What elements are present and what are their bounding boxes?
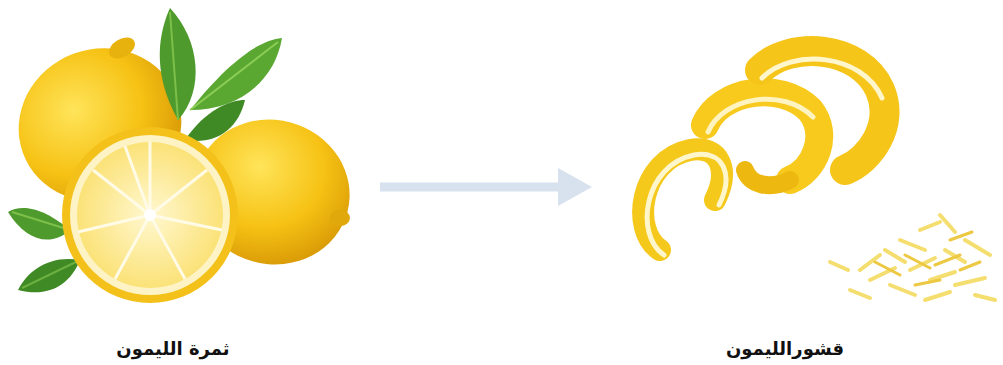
caption-text: قشورالليمون <box>600 338 970 359</box>
flow-arrow <box>380 168 592 206</box>
caption-text: ثمرة الليمون <box>0 338 346 359</box>
picture-node: قشورالليمون <box>600 20 970 365</box>
picture-node: ثمرة الليمون <box>0 20 346 365</box>
